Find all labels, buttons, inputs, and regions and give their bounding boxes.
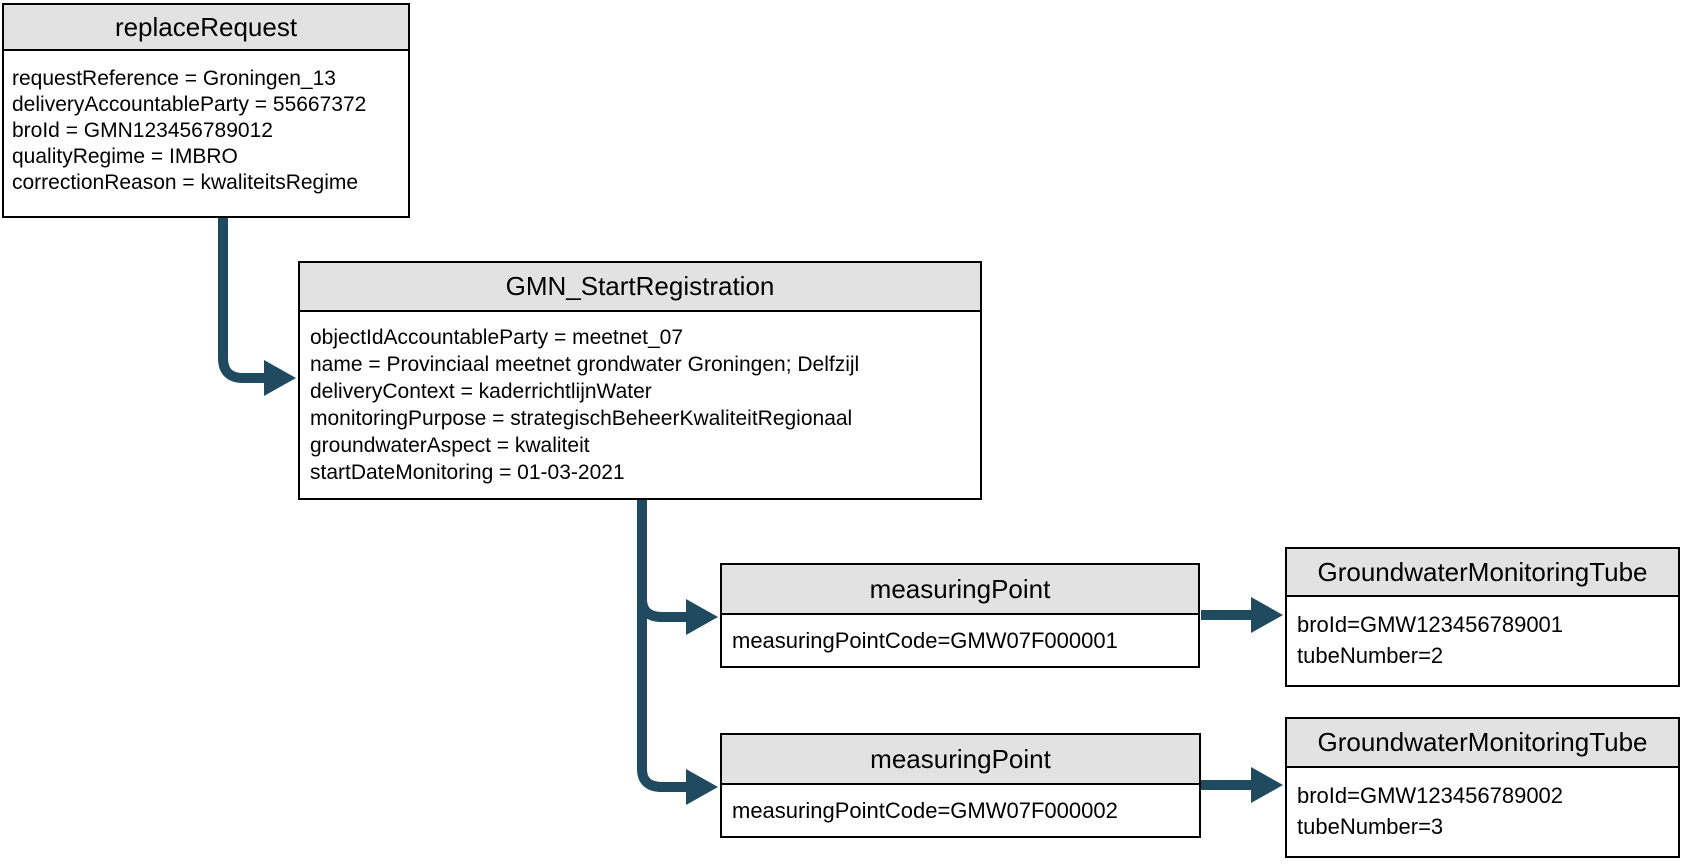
node-replace-request-body: requestReference = Groningen_13 delivery…	[4, 51, 408, 196]
node-measuring-point-2-title: measuringPoint	[722, 735, 1199, 785]
attribute-line: correctionReason = kwaliteitsRegime	[12, 171, 359, 194]
attribute-line: measuringPointCode=GMW07F000001	[732, 628, 1118, 653]
node-measuring-point-1-title: measuringPoint	[722, 565, 1198, 615]
connector-replacerequest-to-gmn	[218, 218, 296, 396]
attribute-line: broId=GMW123456789001	[1297, 612, 1564, 637]
attribute-line: broId = GMN123456789012	[12, 119, 273, 142]
node-groundwater-monitoring-tube-2-title: GroundwaterMonitoringTube	[1287, 719, 1678, 768]
attribute-line: requestReference = Groningen_13	[12, 67, 336, 90]
attribute-line: objectIdAccountableParty = meetnet_07	[310, 326, 683, 349]
node-groundwater-monitoring-tube-1: GroundwaterMonitoringTube broId=GMW12345…	[1285, 547, 1680, 687]
node-measuring-point-1: measuringPoint measuringPointCode=GMW07F…	[720, 563, 1200, 668]
attribute-line: deliveryAccountableParty = 55667372	[12, 93, 367, 116]
attribute-line: deliveryContext = kaderrichtlijnWater	[310, 380, 652, 403]
attribute-line: startDateMonitoring = 01-03-2021	[310, 461, 625, 484]
attribute-line: qualityRegime = IMBRO	[12, 145, 238, 168]
connector-measuringpoint2-to-tube2	[1201, 767, 1283, 803]
node-groundwater-monitoring-tube-1-title: GroundwaterMonitoringTube	[1287, 549, 1678, 597]
connector-gmn-to-measuringpoint-1	[637, 560, 718, 635]
attribute-line: measuringPointCode=GMW07F000002	[732, 798, 1118, 823]
connector-gmn-to-measuringpoint-2	[637, 500, 718, 805]
connector-measuringpoint1-to-tube1	[1201, 597, 1283, 633]
node-groundwater-monitoring-tube-1-body: broId=GMW123456789001 tubeNumber=2	[1287, 597, 1678, 671]
node-replace-request-title: replaceRequest	[4, 5, 408, 51]
attribute-line: groundwaterAspect = kwaliteit	[310, 434, 590, 457]
node-groundwater-monitoring-tube-2-body: broId=GMW123456789002 tubeNumber=3	[1287, 768, 1678, 842]
node-groundwater-monitoring-tube-2: GroundwaterMonitoringTube broId=GMW12345…	[1285, 717, 1680, 858]
attribute-line: monitoringPurpose = strategischBeheerKwa…	[310, 407, 853, 430]
attribute-line: tubeNumber=2	[1297, 643, 1444, 668]
node-gmn-start-registration-body: objectIdAccountableParty = meetnet_07 na…	[300, 312, 980, 486]
attribute-line: name = Provinciaal meetnet grondwater Gr…	[310, 353, 860, 376]
node-measuring-point-2: measuringPoint measuringPointCode=GMW07F…	[720, 733, 1201, 838]
node-replace-request: replaceRequest requestReference = Gronin…	[2, 3, 410, 218]
node-gmn-start-registration-title: GMN_StartRegistration	[300, 263, 980, 312]
attribute-line: tubeNumber=3	[1297, 814, 1444, 839]
node-measuring-point-1-body: measuringPointCode=GMW07F000001	[722, 615, 1198, 654]
node-measuring-point-2-body: measuringPointCode=GMW07F000002	[722, 785, 1199, 824]
attribute-line: broId=GMW123456789002	[1297, 783, 1564, 808]
node-gmn-start-registration: GMN_StartRegistration objectIdAccountabl…	[298, 261, 982, 500]
